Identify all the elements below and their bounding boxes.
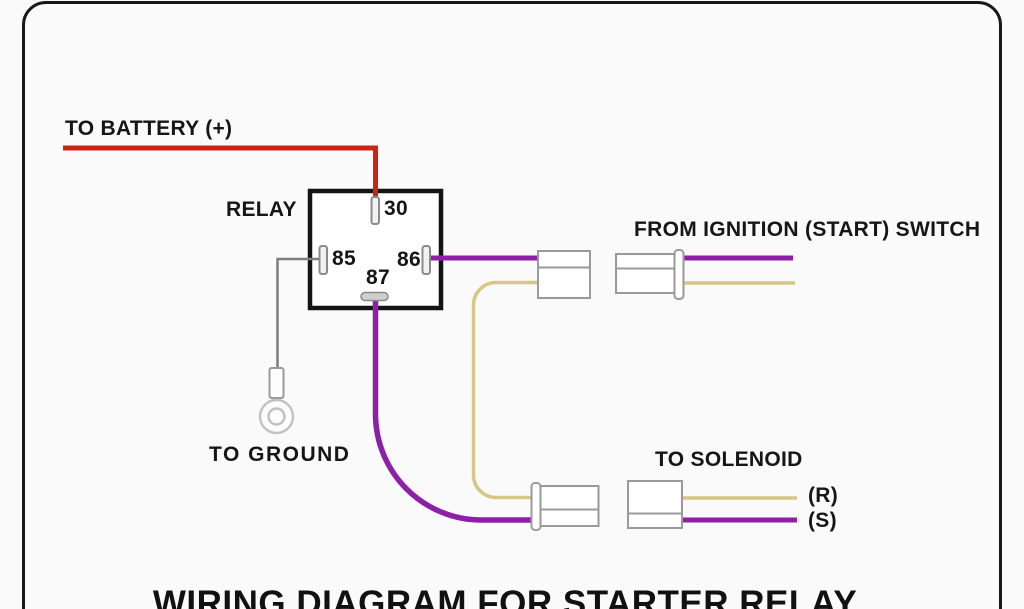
ground-wire [276, 257, 321, 370]
ignition-connector-male [615, 249, 685, 300]
terminal-85-label: 85 [332, 247, 356, 270]
terminal-slot-86 [421, 245, 431, 275]
ground-crimp-terminal [268, 367, 285, 399]
ground-ring-terminal-inner [267, 407, 286, 426]
ground-label: TO GROUND [209, 443, 351, 466]
terminal-slot-30 [370, 196, 380, 225]
diagram-title: WIRING DIAGRAM FOR STARTER RELAY [152, 584, 858, 609]
terminal-30-label: 30 [384, 197, 408, 220]
terminal-slot-87 [360, 291, 389, 302]
diagram-border [22, 1, 1002, 609]
terminal-87-label: 87 [366, 266, 390, 289]
terminal-86-label: 86 [397, 248, 421, 271]
ignition-switch-label: FROM IGNITION (START) SWITCH [634, 218, 981, 241]
battery-label: TO BATTERY (+) [65, 117, 233, 140]
solenoid-r-loop-wire [471, 280, 539, 500]
battery-wire [63, 145, 378, 196]
solenoid-connector-female [530, 482, 600, 531]
solenoid-label: TO SOLENOID [655, 448, 803, 471]
solenoid-r-label: (R) [808, 484, 839, 507]
relay-label: RELAY [226, 198, 297, 221]
solenoid-s-label: (S) [808, 509, 837, 532]
ignition-connector-female [537, 250, 591, 299]
solenoid-connector-male [627, 480, 683, 529]
terminal-slot-85 [318, 245, 328, 275]
solenoid-s-wire-from-terminal-87 [372, 300, 537, 523]
